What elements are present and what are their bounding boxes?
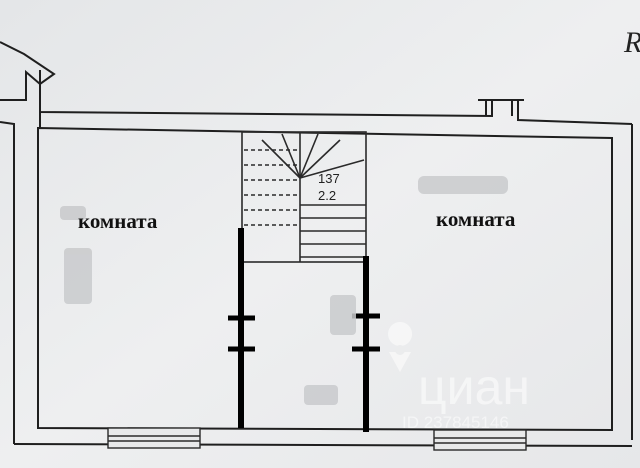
outer-walls [0,41,633,447]
staircase [241,131,367,263]
watermark-brand: циан [418,359,530,415]
redaction-patches [60,176,508,405]
stair-right-steps [300,204,366,258]
location-pin-icon [388,322,413,372]
window-left [107,427,201,449]
stair-winders [261,133,365,179]
stair-well [241,131,367,263]
stair-number: 137 [318,171,340,186]
partition-left [228,228,255,428]
room-label-left: комната [78,209,158,233]
stair-floor: 2.2 [318,188,336,203]
watermark-id: ID 237845146 [402,413,509,432]
window-right [433,429,527,451]
room-label-right: комната [436,207,516,231]
corner-glyph: R [623,26,640,59]
watermark: циан ID 237845146 [388,322,530,432]
partition-right [352,256,380,432]
